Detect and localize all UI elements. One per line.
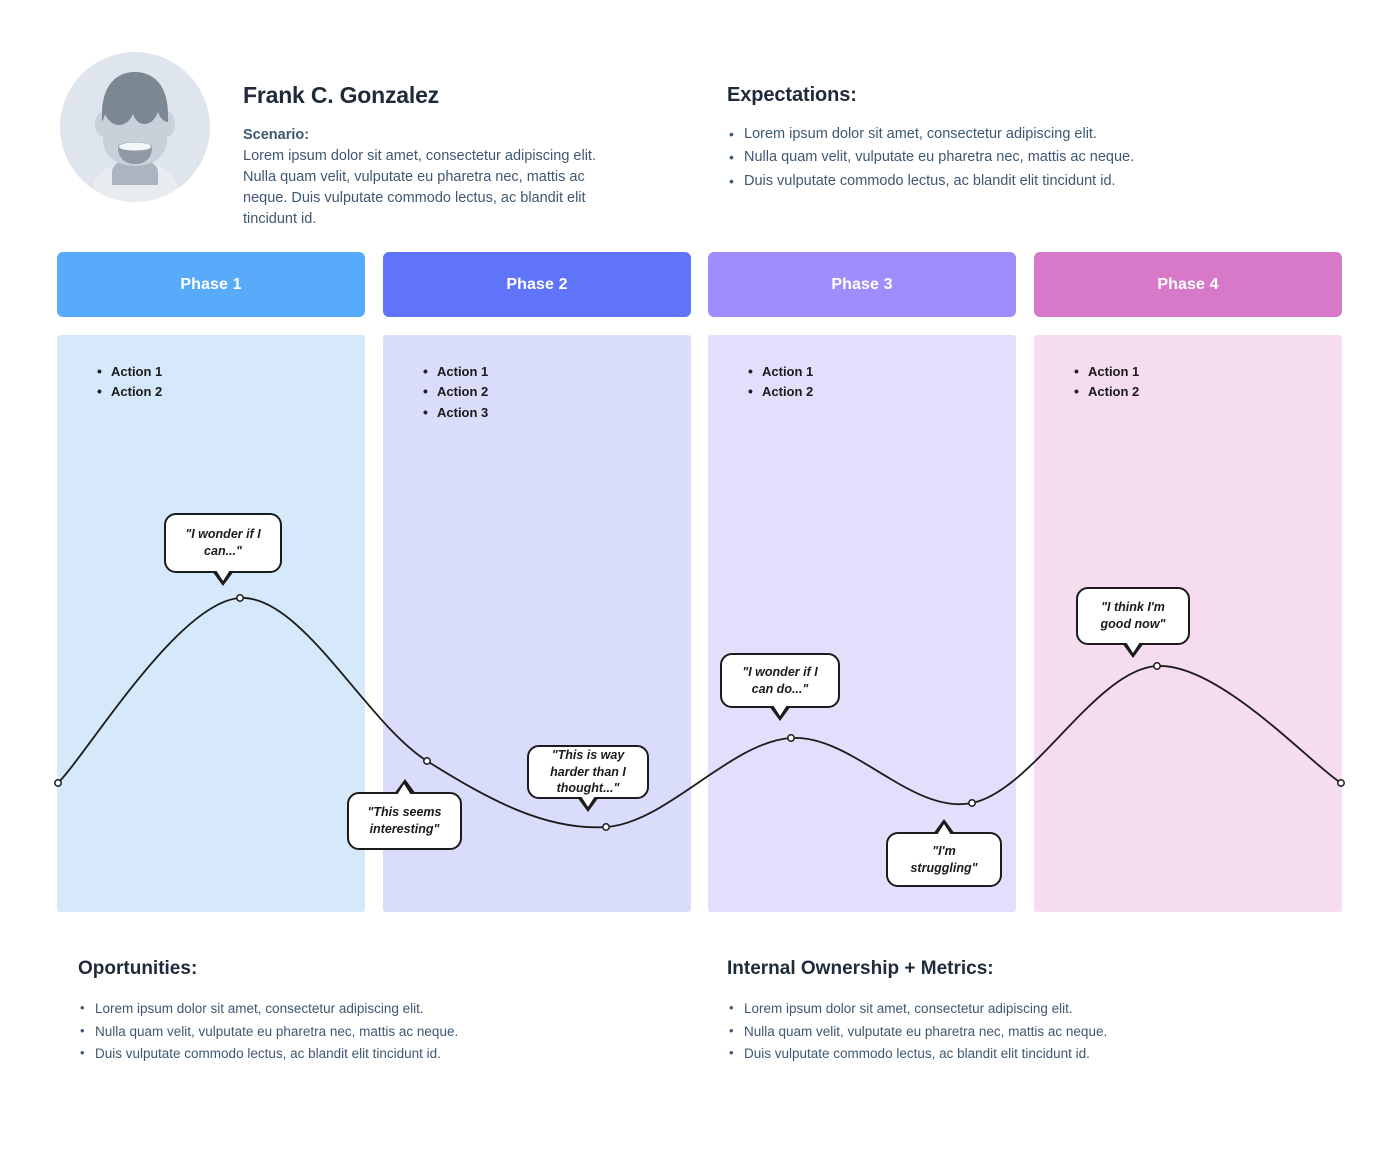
quote-text: "This is way harder than I thought..." xyxy=(550,747,626,796)
action-item: Action 1 xyxy=(748,362,1016,381)
person-avatar-icon xyxy=(60,52,210,202)
quote-text: "This seems interesting" xyxy=(367,805,442,836)
phase-header-1[interactable]: Phase 1 xyxy=(57,252,365,317)
scenario-text: Lorem ipsum dolor sit amet, consectetur … xyxy=(243,148,596,228)
expectations-title: Expectations: xyxy=(727,84,857,106)
actions-list-3: Action 1 Action 2 xyxy=(748,362,1016,401)
phase-body-3: Action 1 Action 2 xyxy=(708,335,1016,912)
action-item: Action 2 xyxy=(1074,382,1342,401)
list-item: Nulla quam velit, vulputate eu pharetra … xyxy=(727,1020,1287,1044)
quote-bubble-3: "This is way harder than I thought..." xyxy=(527,745,649,812)
quote-bubble-2: "This seems interesting" xyxy=(347,779,462,850)
quote-bubble-6: "I think I'm good now" xyxy=(1076,587,1190,658)
opportunities-title: Oportunities: xyxy=(78,958,198,979)
phase-header-4[interactable]: Phase 4 xyxy=(1034,252,1342,317)
quote-text: "I wonder if I can do..." xyxy=(742,664,818,696)
bubble-tail-fill xyxy=(215,570,230,581)
quote-text: "I wonder if I can..." xyxy=(185,527,261,558)
expectations-block: Expectations: Lorem ipsum dolor sit amet… xyxy=(727,84,1167,193)
actions-list-4: Action 1 Action 2 xyxy=(1074,362,1342,401)
bubble-tail-fill xyxy=(936,824,951,835)
internal-ownership-title: Internal Ownership + Metrics: xyxy=(727,958,994,979)
list-item: Nulla quam velit, vulputate eu pharetra … xyxy=(727,146,1167,169)
opportunities-block: Oportunities: Lorem ipsum dolor sit amet… xyxy=(78,958,638,1066)
list-item: Lorem ipsum dolor sit amet, consectetur … xyxy=(78,997,638,1021)
action-item: Action 1 xyxy=(97,362,365,381)
internal-ownership-list: Lorem ipsum dolor sit amet, consectetur … xyxy=(727,997,1287,1066)
expectations-list: Lorem ipsum dolor sit amet, consectetur … xyxy=(727,123,1167,193)
quote-text: "I think I'm good now" xyxy=(1100,600,1166,631)
bubble-tail-fill xyxy=(772,705,787,716)
persona-name: Frank C. Gonzalez xyxy=(243,82,439,108)
avatar xyxy=(60,52,210,202)
phase-body-1: Action 1 Action 2 xyxy=(57,335,365,912)
phase-header-3[interactable]: Phase 3 xyxy=(708,252,1016,317)
action-item: Action 2 xyxy=(97,382,365,401)
bubble-tail-fill xyxy=(1125,642,1140,653)
internal-ownership-block: Internal Ownership + Metrics: Lorem ipsu… xyxy=(727,958,1287,1066)
phase-columns: Phase 1 Action 1 Action 2 Phase 2 Action… xyxy=(57,252,1343,912)
phase-column-1: Phase 1 Action 1 Action 2 xyxy=(57,252,365,912)
quote-bubble-4: "I wonder if I can do..." xyxy=(720,653,840,721)
action-item: Action 1 xyxy=(423,362,691,381)
list-item: Duis vulputate commodo lectus, ac blandi… xyxy=(727,1042,1287,1066)
quote-text: "I'm struggling" xyxy=(910,843,978,875)
actions-list-2: Action 1 Action 2 Action 3 xyxy=(423,362,691,422)
action-item: Action 1 xyxy=(1074,362,1342,381)
bubble-tail-fill xyxy=(580,796,595,807)
list-item: Lorem ipsum dolor sit amet, consectetur … xyxy=(727,997,1287,1021)
quote-bubble-5: "I'm struggling" xyxy=(886,819,1002,887)
persona-block: Frank C. Gonzalez Scenario: Lorem ipsum … xyxy=(60,52,680,227)
bubble-tail-fill xyxy=(397,784,411,795)
action-item: Action 2 xyxy=(423,382,691,401)
list-item: Duis vulputate commodo lectus, ac blandi… xyxy=(727,170,1167,193)
list-item: Lorem ipsum dolor sit amet, consectetur … xyxy=(727,123,1167,146)
actions-list-1: Action 1 Action 2 xyxy=(97,362,365,401)
phase-column-3: Phase 3 Action 1 Action 2 xyxy=(708,252,1016,912)
list-item: Duis vulputate commodo lectus, ac blandi… xyxy=(78,1042,638,1066)
list-item: Nulla quam velit, vulputate eu pharetra … xyxy=(78,1020,638,1044)
action-item: Action 2 xyxy=(748,382,1016,401)
persona-text: Frank C. Gonzalez Scenario: Lorem ipsum … xyxy=(243,82,673,230)
scenario-label: Scenario: xyxy=(243,127,310,143)
action-item: Action 3 xyxy=(423,403,691,422)
opportunities-list: Lorem ipsum dolor sit amet, consectetur … xyxy=(78,997,638,1066)
phase-header-2[interactable]: Phase 2 xyxy=(383,252,691,317)
phase-column-4: Phase 4 Action 1 Action 2 xyxy=(1034,252,1342,912)
quote-bubble-1: "I wonder if I can..." xyxy=(164,513,282,586)
